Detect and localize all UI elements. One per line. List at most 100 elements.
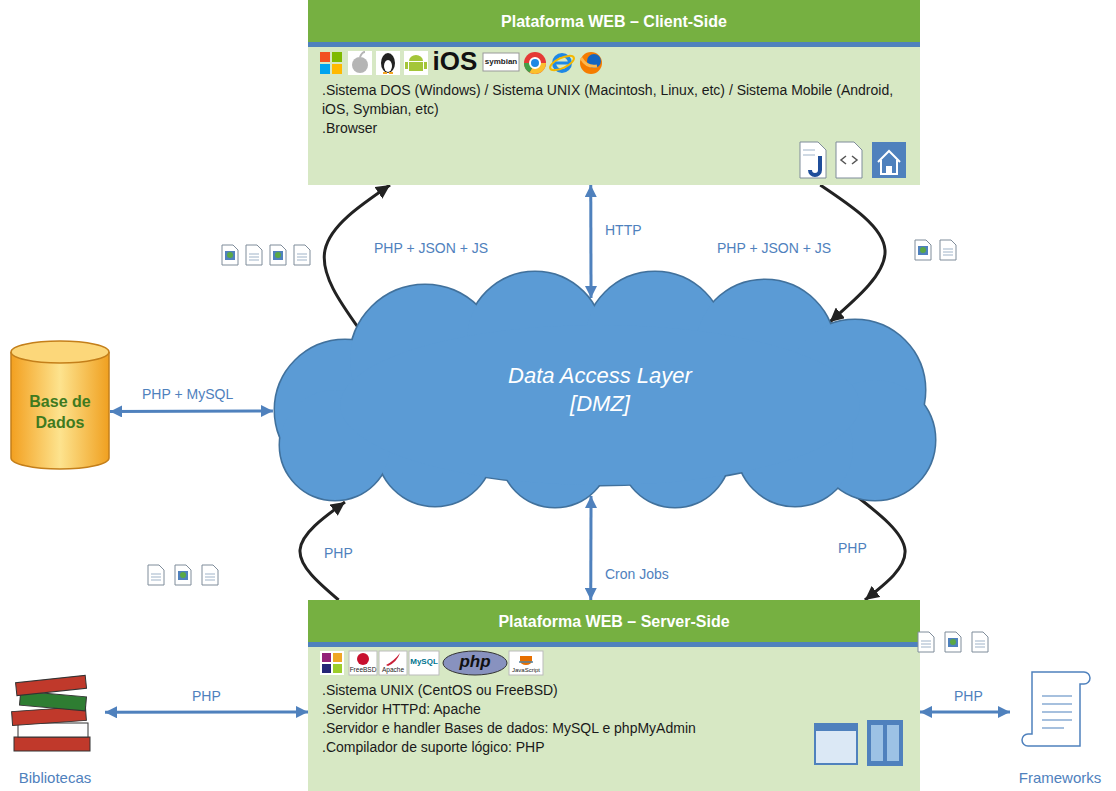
client-os-icons — [320, 52, 330, 62]
cloud-fill — [275, 272, 935, 507]
scroll-illustration — [1042, 696, 1072, 728]
server-software-icons — [379, 651, 407, 675]
client-file-icons — [803, 150, 815, 155]
link-arrow — [105, 710, 308, 713]
client-os-icons — [409, 62, 423, 71]
scroll-illustration — [1022, 672, 1090, 746]
client-os-icons — [554, 62, 570, 65]
client-os-icons — [332, 52, 342, 62]
server-software-icons — [520, 656, 532, 665]
payload-icons — [294, 245, 310, 265]
cloud-lobe — [340, 325, 860, 485]
logo-text: MySQL — [409, 657, 439, 667]
client-os-icons — [360, 52, 365, 57]
client-file-icons — [872, 142, 906, 178]
client-os-icons — [332, 64, 342, 74]
logo-text: Apache — [379, 666, 407, 674]
cloud-lobe — [340, 325, 860, 485]
edge-label: PHP — [322, 545, 355, 562]
edge-label: PHP — [190, 688, 223, 705]
panel-line: .Browser — [322, 119, 906, 138]
payload-icons — [915, 240, 931, 260]
server-software-icons — [357, 653, 369, 665]
server-software-icons — [443, 651, 507, 675]
edge-label: PHP — [836, 540, 869, 557]
books-illustration — [18, 723, 88, 737]
platform-panel: Plataforma WEB – Client-Side .Sistema DOS… — [308, 0, 920, 185]
panel-header: Plataforma WEB – Server-Side — [308, 600, 920, 647]
server-software-icons — [409, 651, 439, 675]
client-os-icons — [424, 62, 427, 69]
panel-line: .Sistema UNIX (CentOS ou FreeBSD) — [322, 681, 906, 700]
server-software-icons — [519, 661, 533, 663]
edge-label: PHP + JSON + JS — [715, 240, 833, 257]
cloud-shape — [255, 270, 945, 510]
client-os-icons — [581, 58, 597, 66]
client-os-icons — [524, 52, 546, 74]
cloud-outline — [275, 272, 935, 507]
server-software-icons — [386, 653, 400, 666]
client-os-icons — [404, 51, 428, 75]
server-machine-icons — [815, 724, 857, 731]
server-software-icons — [333, 664, 342, 673]
payload-icons — [945, 632, 961, 652]
client-file-icons — [800, 142, 906, 178]
payload-icons — [918, 632, 934, 652]
client-os-icons — [384, 60, 392, 72]
client-os-icons — [383, 72, 393, 74]
client-os-icons — [381, 53, 395, 73]
server-software-icons — [333, 653, 342, 662]
panel-header: Plataforma WEB – Client-Side — [308, 0, 920, 47]
payload-icons — [222, 245, 238, 265]
payload-icons — [972, 632, 988, 652]
server-machine-icons — [871, 725, 883, 761]
payload-icons — [246, 245, 262, 265]
books-illustration — [12, 675, 90, 751]
client-os-icons — [548, 53, 576, 73]
server-software-icons — [509, 651, 543, 675]
client-os-icons — [320, 64, 330, 74]
logo-text: JavaScript — [509, 666, 543, 674]
server-machine-icons — [867, 720, 903, 766]
client-os-icons — [352, 57, 368, 73]
logo-text: symbian — [483, 57, 519, 67]
edge-label: HTTP — [603, 222, 644, 239]
client-os-icons — [580, 52, 602, 74]
books-illustration — [16, 675, 87, 695]
client-os-icons — [405, 62, 408, 69]
payload-icons — [148, 565, 164, 585]
client-file-icons — [886, 166, 892, 174]
edge-label: PHP — [952, 688, 985, 705]
client-os-icons — [376, 51, 400, 75]
client-os-icons — [348, 51, 372, 75]
cylinder-top — [11, 341, 109, 363]
client-file-icons — [810, 156, 820, 175]
client-os-icons — [409, 55, 423, 61]
link-arrow — [920, 710, 1010, 713]
server-software-icons — [349, 651, 377, 675]
cylinder-body — [11, 352, 109, 469]
edge-label: PHP + JSON + JS — [372, 240, 490, 257]
server-software-icons — [320, 651, 543, 675]
panel-title: Plataforma WEB – Server-Side — [308, 611, 920, 632]
client-file-icons — [841, 156, 857, 164]
server-software-icons — [320, 651, 344, 675]
node-label: Data Access Layer [DMZ] — [490, 362, 710, 418]
link-arrow — [110, 410, 273, 414]
scroll-illustration — [1022, 672, 1090, 746]
payload-icons — [148, 240, 988, 652]
panel-line: .Servidor HTTPd: Apache — [322, 700, 906, 719]
client-file-icons — [836, 142, 862, 178]
logo-text: php — [443, 652, 507, 672]
network-cloud: Data Access Layer [DMZ] — [255, 270, 945, 510]
database-cylinder: Base de Dados — [10, 340, 110, 470]
server-machine-icons — [815, 724, 857, 764]
logo-text: iOS — [430, 47, 480, 75]
node-label: Base de Dados — [28, 377, 92, 433]
panel-line: .Sistema DOS (Windows) / Sistema UNIX (M… — [322, 81, 906, 119]
payload-icons — [175, 565, 191, 585]
link-arrow — [589, 185, 592, 298]
panel-title: Plataforma WEB – Client-Side — [308, 11, 920, 32]
